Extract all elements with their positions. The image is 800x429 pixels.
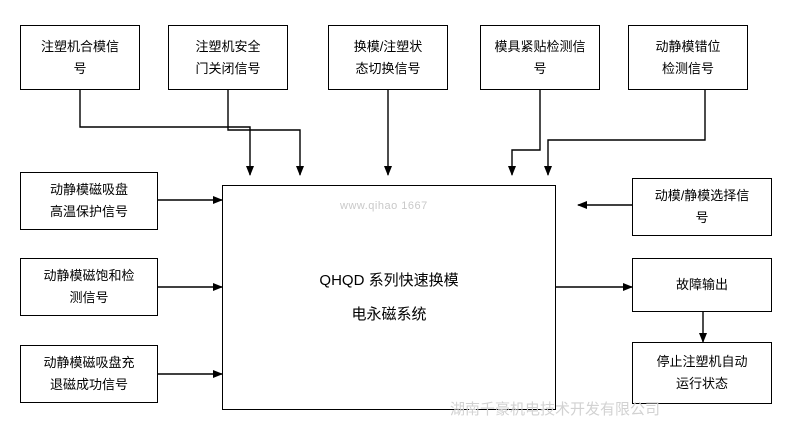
- box-mode-switch-signal: 换模/注塑状 态切换信号: [328, 25, 448, 90]
- box-mold-attach-detect-signal: 模具紧贴检测信 号: [480, 25, 600, 90]
- box-mold-select-signal: 动模/静模选择信 号: [632, 178, 772, 236]
- box-qhqd-system-line2: 电永磁系统: [351, 305, 427, 323]
- box-qhqd-system-line1: QHQD 系列快速换模: [319, 271, 459, 289]
- box-mold-attach-detect-signal-label: 模具紧贴检测信 号: [494, 38, 586, 76]
- box-clamp-signal: 注塑机合模信 号: [20, 25, 140, 90]
- box-fault-output: 故障输出: [632, 258, 772, 312]
- box-clamp-signal-label: 注塑机合模信 号: [40, 38, 119, 76]
- box-mold-misalign-signal: 动静模错位 检测信号: [628, 25, 748, 90]
- box-qhqd-system: QHQD 系列快速换模 电永磁系统: [222, 185, 556, 410]
- box-magnet-overtemp-signal: 动静模磁吸盘 高温保护信号: [20, 172, 158, 230]
- box-safety-door-signal: 注塑机安全 门关闭信号: [168, 25, 288, 90]
- box-magnet-saturation-signal-label: 动静模磁饱和检 测信号: [43, 268, 135, 305]
- box-mold-misalign-signal-label: 动静模错位 检测信号: [655, 38, 721, 76]
- box-mold-select-signal-label: 动模/静模选择信 号: [654, 188, 750, 225]
- box-magnetize-success-signal-label: 动静模磁吸盘充 退磁成功信号: [43, 355, 135, 392]
- box-fault-output-label: 故障输出: [675, 277, 728, 292]
- box-mode-switch-signal-label: 换模/注塑状 态切换信号: [353, 38, 423, 76]
- box-magnet-saturation-signal: 动静模磁饱和检 测信号: [20, 258, 158, 316]
- box-stop-auto-run: 停止注塑机自动 运行状态: [632, 342, 772, 404]
- box-safety-door-signal-label: 注塑机安全 门关闭信号: [195, 38, 261, 76]
- box-magnet-overtemp-signal-label: 动静模磁吸盘 高温保护信号: [49, 182, 128, 219]
- box-magnetize-success-signal: 动静模磁吸盘充 退磁成功信号: [20, 345, 158, 403]
- box-qhqd-system-label: QHQD 系列快速换模 电永磁系统: [229, 264, 549, 332]
- box-stop-auto-run-label: 停止注塑机自动 运行状态: [656, 354, 748, 391]
